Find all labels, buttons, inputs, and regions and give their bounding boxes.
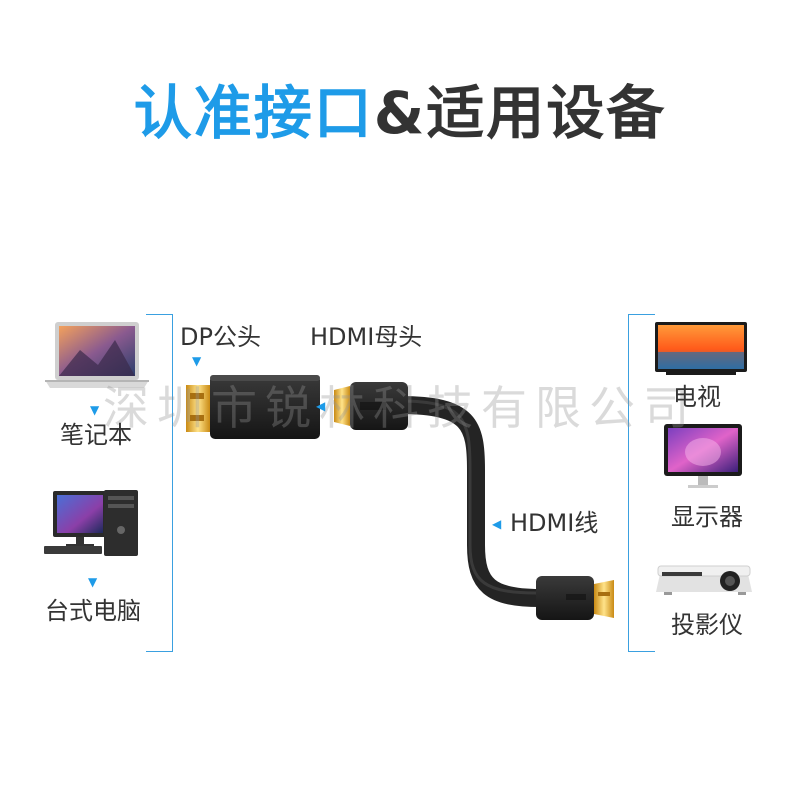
device-label-projector: 投影仪 <box>671 611 743 639</box>
device-label-desktop: 台式电脑 <box>45 597 141 625</box>
right-bracket <box>628 314 655 652</box>
monitor-icon <box>664 424 742 488</box>
desktop-computer-icon <box>44 490 138 556</box>
title-rest: &适用设备 <box>373 79 667 147</box>
arrow-left-icon: ◀ <box>316 399 326 413</box>
title-highlight: 认准接口 <box>133 79 374 147</box>
tv-icon <box>655 322 747 375</box>
label-hdmi-female: HDMI母头 <box>310 323 423 351</box>
hdmi-female-connector <box>334 382 408 430</box>
page-title: 认准接口&适用设备 <box>0 78 800 148</box>
label-hdmi-cable: HDMI线 <box>510 509 599 537</box>
projector-icon <box>656 565 752 595</box>
watermark: 深圳市锐林科技有限公司 <box>103 381 697 435</box>
device-label-monitor: 显示器 <box>671 503 743 531</box>
label-dp-male: DP公头 <box>180 323 261 351</box>
arrow-left-icon: ◀ <box>492 517 502 531</box>
device-label-tv: 电视 <box>673 383 721 411</box>
hdmi-male-plug <box>536 576 614 620</box>
arrow-down-icon: ▼ <box>88 575 98 589</box>
arrow-down-icon: ▼ <box>90 403 100 417</box>
dp-adapter <box>186 375 320 439</box>
hdmi-cable <box>391 396 549 607</box>
left-bracket <box>146 314 173 652</box>
laptop-icon <box>45 322 149 388</box>
arrow-down-icon: ▼ <box>192 354 202 368</box>
device-label-laptop: 笔记本 <box>60 421 132 449</box>
